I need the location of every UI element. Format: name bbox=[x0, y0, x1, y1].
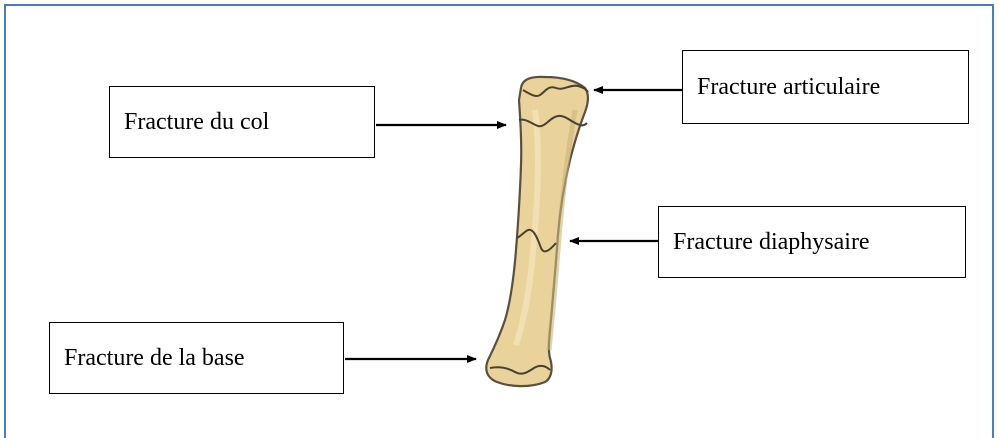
label-fracture-diaphysaire: Fracture diaphysaire bbox=[658, 206, 966, 278]
label-fracture-articulaire-text: Fracture articulaire bbox=[697, 74, 880, 101]
label-fracture-diaphysaire-text: Fracture diaphysaire bbox=[673, 229, 870, 256]
label-fracture-base: Fracture de la base bbox=[49, 322, 344, 394]
bone-illustration bbox=[486, 77, 588, 386]
label-fracture-col-text: Fracture du col bbox=[124, 109, 269, 136]
label-fracture-col: Fracture du col bbox=[109, 86, 375, 158]
label-fracture-base-text: Fracture de la base bbox=[64, 345, 245, 372]
label-fracture-articulaire: Fracture articulaire bbox=[682, 50, 969, 124]
